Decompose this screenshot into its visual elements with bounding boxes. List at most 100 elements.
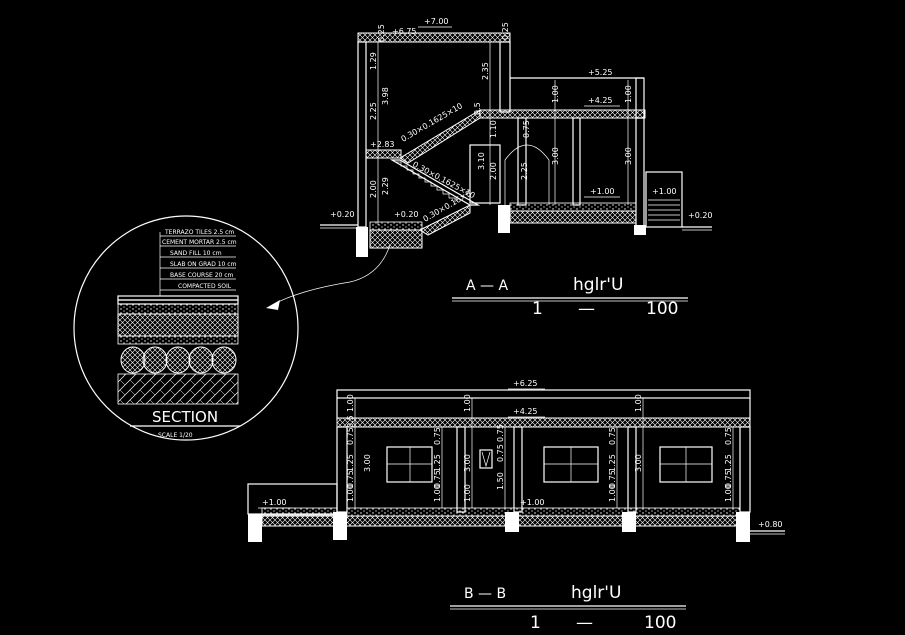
svg-text:3.00: 3.00: [624, 147, 633, 165]
level-mid: +2.83: [370, 140, 395, 149]
svg-text:2.25: 2.25: [520, 162, 529, 180]
detail-label: SECTION: [152, 408, 218, 426]
title-aa: A — A: [466, 278, 508, 294]
left-wall: [357, 41, 367, 228]
svg-text:0.25: 0.25: [377, 24, 386, 42]
level-top: +7.00: [424, 17, 449, 26]
svg-text:0.75: 0.75: [496, 424, 505, 442]
svg-text:2.00: 2.00: [489, 162, 498, 180]
window-1: [386, 446, 433, 483]
svg-text:1.00: 1.00: [346, 394, 355, 412]
svg-text:3.00: 3.00: [551, 147, 560, 165]
svg-text:1.25: 1.25: [608, 454, 617, 472]
svg-text:TERRAZO TILES 2.5 cm: TERRAZO TILES 2.5 cm: [164, 229, 234, 236]
lower-flight: [389, 159, 481, 206]
svg-text:0.75: 0.75: [433, 427, 442, 445]
svg-text:1: 1: [530, 613, 541, 633]
door-opening: [469, 144, 501, 204]
level-bb-left: +1.00: [262, 498, 287, 507]
svg-text:1.00: 1.00: [624, 85, 633, 103]
svg-text:1.29: 1.29: [369, 52, 378, 70]
upper-slab: [479, 109, 646, 119]
vent: [479, 449, 493, 469]
arrow-head-icon: [266, 300, 280, 310]
svg-text:0.75: 0.75: [724, 470, 733, 488]
section-aa: +7.00 +6.75 +5.25 +4.25 +2.83 +1.00 +1.0…: [320, 17, 713, 319]
ground-slab: [509, 202, 637, 212]
title-bb: B — B: [464, 586, 506, 602]
level-bb-slab: +4.25: [513, 407, 538, 416]
svg-text:0.75: 0.75: [608, 470, 617, 488]
svg-text:0.75: 0.75: [496, 444, 505, 462]
svg-text:1: 1: [532, 299, 543, 319]
detail-circle: [73, 215, 299, 441]
svg-text:0.75: 0.75: [346, 470, 355, 488]
svg-text:3.00: 3.00: [634, 454, 643, 472]
svg-text:0.75: 0.75: [608, 427, 617, 445]
svg-text:—: —: [578, 299, 595, 319]
svg-text:1.25: 1.25: [433, 454, 442, 472]
floor-detail: TERRAZO TILES 2.5 cm CEMENT MORTAR 2.5 c…: [73, 215, 299, 441]
landing-slab: [365, 149, 402, 159]
svg-text:1.00: 1.00: [608, 484, 617, 502]
svg-text:1.50: 1.50: [496, 472, 505, 490]
svg-text:1.10: 1.10: [489, 120, 498, 138]
svg-text:COMPACTED SOIL: COMPACTED SOIL: [178, 283, 232, 290]
svg-text:1.00: 1.00: [463, 484, 472, 502]
svg-text:3.00: 3.00: [463, 454, 472, 472]
svg-text:3.98: 3.98: [381, 87, 390, 105]
svg-text:0.75: 0.75: [433, 470, 442, 488]
bottom-flight: [418, 204, 471, 236]
svg-text:SLAB ON GRAD 10 cm: SLAB ON GRAD 10 cm: [170, 261, 237, 268]
svg-text:CEMENT MORTAR 2.5 cm: CEMENT MORTAR 2.5 cm: [162, 239, 237, 246]
level-bb-right: +0.80: [758, 520, 783, 529]
svg-text:3.10: 3.10: [477, 152, 486, 170]
svg-text:0.5: 0.5: [473, 102, 482, 115]
svg-text:3.00: 3.00: [363, 454, 372, 472]
svg-text:2.25: 2.25: [369, 102, 378, 120]
roof-slab: [357, 32, 511, 43]
svg-text:1.00: 1.00: [634, 394, 643, 412]
level-ground-right: +0.20: [688, 211, 713, 220]
detail-scale: SCALE 1/20: [158, 432, 193, 439]
svg-text:1.00: 1.00: [433, 484, 442, 502]
level-bb-top: +6.25: [513, 379, 538, 388]
compacted-soil: [117, 373, 239, 405]
slab-bb: [336, 417, 751, 428]
level-right-slab: +4.25: [588, 96, 613, 105]
svg-text:2.29: 2.29: [381, 177, 390, 195]
level-right-top: +5.25: [588, 68, 613, 77]
level-step: +1.00: [652, 187, 677, 196]
svg-text:2.35: 2.35: [481, 62, 490, 80]
title-bb-script: hglr'U: [571, 583, 621, 603]
svg-text:BASE COURSE 20 cm: BASE COURSE 20 cm: [170, 272, 234, 279]
svg-text:0.75: 0.75: [346, 427, 355, 445]
svg-text:1.00: 1.00: [346, 484, 355, 502]
svg-text:0.30×0.1625×10: 0.30×0.1625×10: [400, 101, 465, 143]
svg-text:SAND FILL 10 cm: SAND FILL 10 cm: [170, 250, 222, 257]
svg-text:1.00: 1.00: [463, 394, 472, 412]
level-bb-mid: +1.00: [520, 498, 545, 507]
level-ground-step: +0.20: [394, 210, 419, 219]
base-course: [120, 346, 237, 374]
svg-text:0.5: 0.5: [346, 415, 355, 428]
tower-wall: [499, 41, 511, 113]
svg-text:0.25: 0.25: [501, 22, 510, 40]
svg-text:1.00: 1.00: [724, 484, 733, 502]
svg-text:1.00: 1.00: [551, 85, 560, 103]
scale-aa: 100: [646, 299, 678, 319]
svg-text:1.25: 1.25: [724, 454, 733, 472]
svg-text:0.75: 0.75: [522, 120, 531, 138]
title-aa-script: hglr'U: [573, 275, 623, 295]
leader-arrow: [271, 244, 391, 306]
section-bb: +6.25 +4.25 +1.00 +1.00 +0.80 1.00 0.5 0…: [247, 379, 785, 633]
svg-text:2.00: 2.00: [369, 180, 378, 198]
scale-bb: 100: [644, 613, 676, 633]
upper-flight: [399, 109, 481, 164]
level-ground-left: +0.20: [330, 210, 355, 219]
svg-text:0.75: 0.75: [724, 427, 733, 445]
svg-text:—: —: [576, 613, 593, 633]
level-parapet: +6.75: [392, 27, 417, 36]
ground-slab-bb: [346, 507, 741, 517]
